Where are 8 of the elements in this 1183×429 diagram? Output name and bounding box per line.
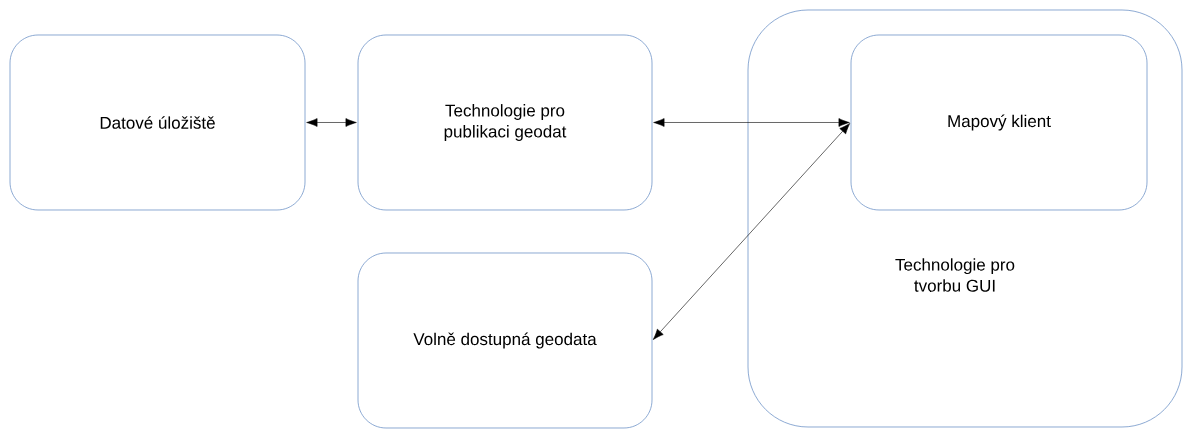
arrow	[653, 118, 850, 127]
arrow	[652, 123, 851, 340]
arrow	[306, 118, 357, 127]
process-box: Technologie pro publikaci geodat	[357, 34, 653, 211]
box-label: Technologie pro tvorbu GUI	[895, 258, 1015, 292]
process-box: Datové úložiště	[9, 34, 306, 211]
process-box: Volně dostupná geodata	[357, 252, 653, 429]
process-box: Mapový klient	[850, 34, 1148, 211]
